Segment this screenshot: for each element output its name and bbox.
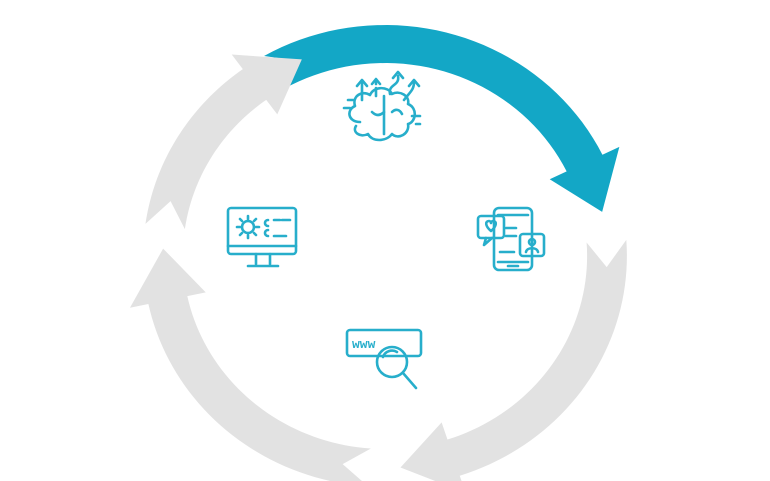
web-search-icon: www bbox=[345, 328, 423, 390]
address-bar-text: www bbox=[352, 337, 376, 352]
brain-ideas-icon bbox=[342, 70, 422, 142]
magnifier-glint bbox=[381, 349, 399, 359]
monitor-settings-icon bbox=[226, 206, 298, 268]
cycle-arrow-right bbox=[400, 239, 627, 481]
cycle-arrow-top bbox=[264, 25, 620, 212]
mobile-social-icon bbox=[476, 206, 546, 272]
cycle-arrow-bottom bbox=[129, 248, 371, 481]
cycle-arrow-left bbox=[145, 54, 302, 230]
magnifier-handle bbox=[401, 371, 418, 390]
magnifier-lens bbox=[375, 345, 409, 379]
